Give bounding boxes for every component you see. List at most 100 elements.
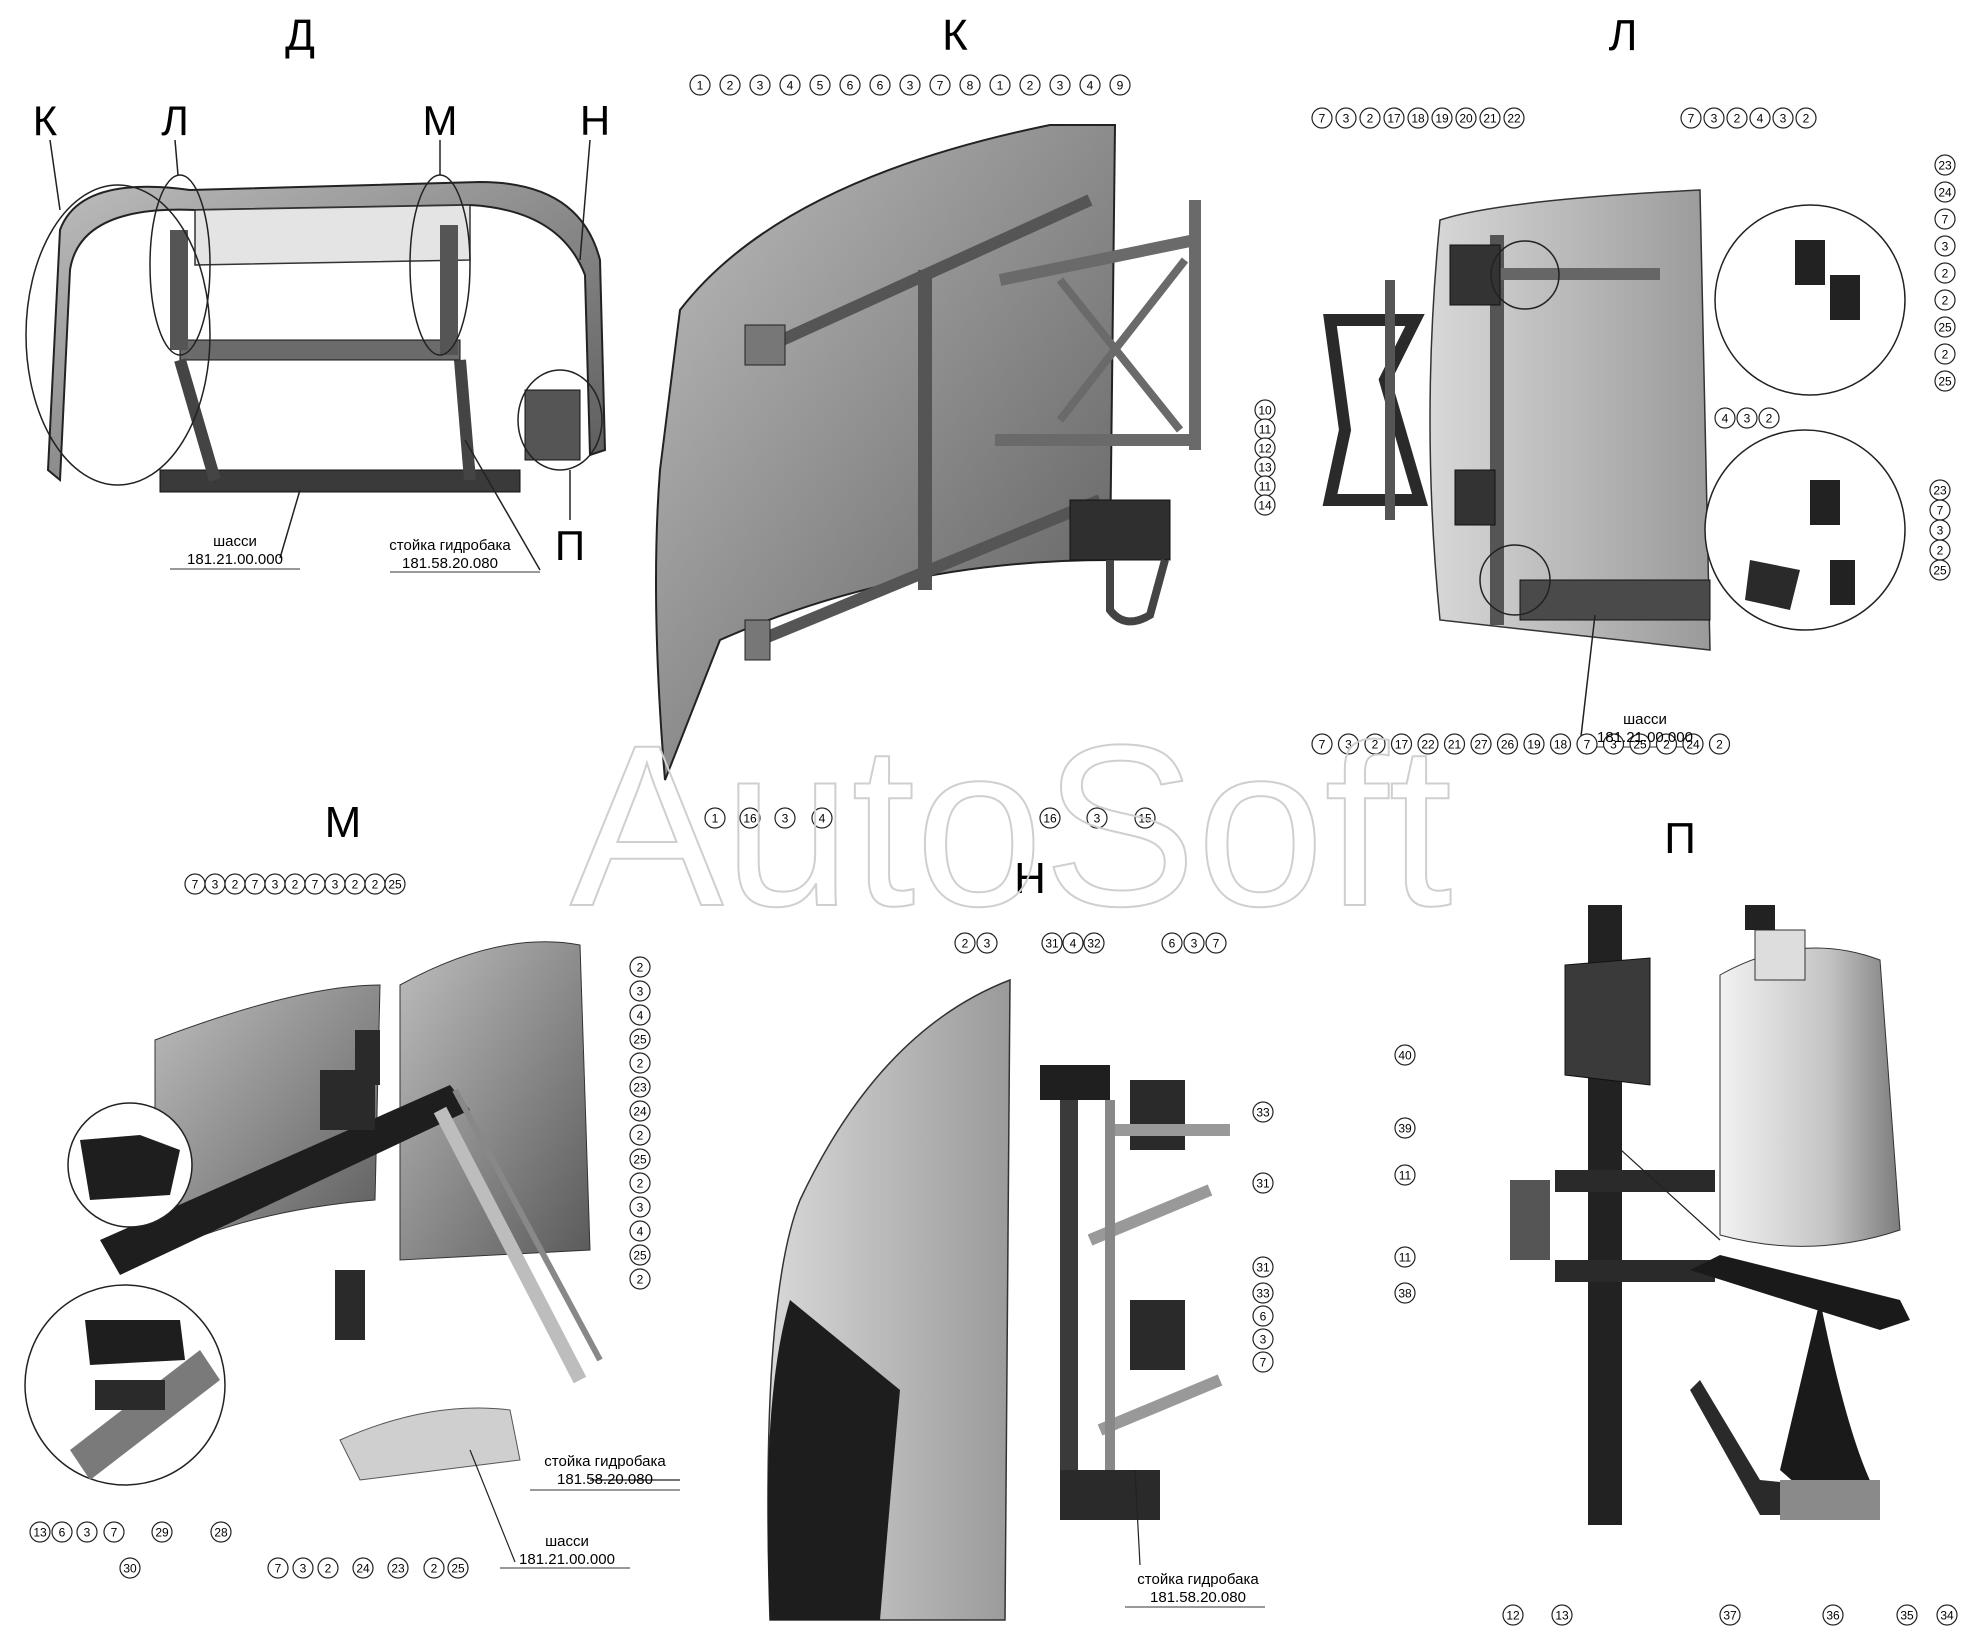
callout-bubble: 3 [204,873,226,895]
callout-bubble: 2 [423,1557,445,1579]
callout-bubble: 1 [989,74,1011,96]
callout-bubble: 2 [1758,407,1780,429]
callout-number: 7 [1584,738,1591,752]
callout-number: 2 [1942,294,1949,308]
reference-label: 181.58.20.080 [1150,1589,1246,1606]
callout-number: 2 [1942,348,1949,362]
callout-number: 25 [633,1033,647,1047]
view-k-title: К [942,11,968,60]
callout-number: 4 [637,1009,644,1023]
callout-bubble: 25 [629,1148,651,1170]
callout-bubble: 24 [1682,733,1704,755]
callout-bubble: 27 [1470,733,1492,755]
view-p-title: П [1664,814,1696,863]
callout-bubble: 13 [1551,1604,1573,1626]
callout-bubble: 2 [719,74,741,96]
callout-bubble: 13 [29,1521,51,1543]
callout-bubble: 3 [629,1196,651,1218]
callout-bubble: 25 [1934,316,1956,338]
reference-label: 181.58.20.080 [557,1471,653,1488]
callout-bubble: 16 [739,807,761,829]
callout-bubble: 38 [1394,1282,1416,1304]
callout-bubble: 1 [689,74,711,96]
callout-bubble: 35 [1896,1604,1918,1626]
callout-number: 3 [1260,1333,1267,1347]
callout-bubble: 3 [1772,107,1794,129]
callout-bubble: 11 [1254,475,1276,497]
callout-number: 1 [712,812,719,826]
callout-bubble: 31 [1041,932,1063,954]
callout-number: 33 [1256,1287,1270,1301]
callout-bubble: 2 [629,956,651,978]
callout-bubble: 30 [119,1557,141,1579]
callout-number: 19 [1527,738,1541,752]
callout-bubble: 7 [244,873,266,895]
callout-number: 7 [1213,937,1220,951]
callout-bubble: 3 [629,980,651,1002]
view-d-drawing [25,139,607,571]
callout-bubble: 37 [1719,1604,1741,1626]
callout-number: 24 [356,1562,370,1576]
callout-number: 7 [1688,112,1695,126]
callout-bubble: 25 [1934,370,1956,392]
callout-bubble: 1 [704,807,726,829]
callout-bubble: 11 [1254,418,1276,440]
watermark: AutoSoft [570,697,1452,954]
view-k-drawing [655,124,1201,781]
callout-bubble: 18 [1549,733,1572,755]
callout-number: 21 [1483,112,1497,126]
callout-number: 2 [431,1562,438,1576]
callout-bubble: 17 [1383,107,1405,129]
callout-bubble: 36 [1822,1604,1844,1626]
callout-bubble: 4 [1062,932,1084,954]
callout-bubble: 2 [224,873,246,895]
callout-number: 4 [1722,412,1729,426]
callout-number: 4 [1087,79,1094,93]
callout-bubble: 11 [1394,1164,1416,1186]
callout-bubble: 40 [1394,1044,1416,1066]
callout-number: 7 [1260,1356,1267,1370]
callout-bubble: 7 [184,873,206,895]
callout-number: 23 [1938,159,1952,173]
callout-number: 3 [1191,937,1198,951]
callout-bubble: 2 [284,873,306,895]
callout-bubble: 25 [629,1028,651,1050]
callout-number: 2 [292,878,299,892]
callout-bubble: 10 [1254,399,1276,421]
callout-bubble: 3 [1252,1328,1274,1350]
callout-number: 25 [1633,738,1647,752]
callout-number: 14 [1258,499,1272,513]
callout-number: 4 [637,1225,644,1239]
callout-number: 3 [1744,412,1751,426]
callout-bubble: 7 [1311,733,1333,755]
callout-number: 3 [272,878,279,892]
callout-bubble: 23 [1929,479,1951,501]
reference-label: шасси [545,1533,589,1550]
callout-number: 18 [1554,738,1568,752]
callout-bubble: 17 [1390,733,1413,755]
callout-number: 26 [1501,738,1515,752]
callout-number: 1 [997,79,1004,93]
detail-letter: П [555,522,585,569]
callout-number: 2 [325,1562,332,1576]
callout-bubble: 2 [954,932,976,954]
callout-number: 3 [757,79,764,93]
callout-number: 24 [1686,738,1700,752]
callout-bubble: 2 [1364,733,1386,755]
callout-number: 11 [1399,1169,1412,1183]
callout-number: 11 [1399,1251,1412,1265]
callout-number: 6 [847,79,854,93]
callout-number: 15 [1138,812,1152,826]
callout-number: 23 [1933,484,1947,498]
callout-bubble: 4 [1714,407,1736,429]
callout-bubble: 2 [1934,262,1956,284]
callout-number: 25 [633,1249,647,1263]
callout-bubble: 7 [1252,1351,1274,1373]
callout-bubble: 3 [774,807,796,829]
callout-number: 5 [817,79,824,93]
callout-number: 13 [1555,1609,1569,1623]
callout-bubble: 3 [1703,107,1725,129]
callout-number: 2 [637,961,644,975]
callout-number: 7 [111,1526,118,1540]
